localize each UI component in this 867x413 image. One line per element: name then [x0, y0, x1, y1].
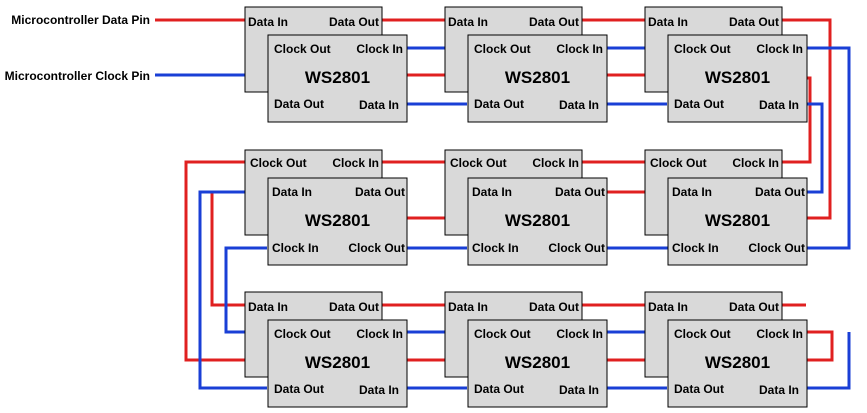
pin-clock-in: Clock In: [332, 156, 379, 170]
chip-name-label: WS2801: [305, 68, 370, 87]
chip-front-body: [467, 34, 608, 123]
pin-clock-out: Clock Out: [548, 241, 605, 255]
pin-data-in: Data In: [648, 15, 688, 29]
clock-wire-3-4: [806, 46, 851, 250]
pin-clock-out: Clock Out: [474, 42, 531, 56]
pin-clock-in: Clock In: [356, 327, 403, 341]
chip-front-body: [467, 319, 608, 408]
chip-front-body: [267, 319, 408, 408]
pin-data-out: Data Out: [674, 97, 724, 111]
chip-front-body: [667, 319, 808, 408]
pin-data-in: Data In: [272, 185, 312, 199]
pin-clock-in: Clock In: [472, 241, 519, 255]
pin-data-out: Data Out: [529, 300, 579, 314]
pin-clock-out: Clock Out: [650, 156, 707, 170]
chip-front-body: [267, 34, 408, 123]
pin-data-in: Data In: [759, 383, 799, 397]
pin-data-in: Data In: [448, 15, 488, 29]
pin-data-out: Data Out: [329, 300, 379, 314]
pin-data-in: Data In: [559, 98, 599, 112]
clock-wire-row1-out-c: [806, 102, 824, 194]
chip-name-label: WS2801: [505, 68, 570, 87]
pin-data-out: Data Out: [529, 15, 579, 29]
pin-data-out: Data Out: [274, 382, 324, 396]
pin-data-in: Data In: [359, 98, 399, 112]
pin-clock-in: Clock In: [556, 327, 603, 341]
pin-clock-out: Clock Out: [674, 327, 731, 341]
chip-name-label: WS2801: [705, 68, 770, 87]
pin-data-in: Data In: [648, 300, 688, 314]
data-wire-right-loop: [806, 330, 834, 362]
pin-data-out: Data Out: [729, 300, 779, 314]
pin-clock-out: Clock Out: [250, 156, 307, 170]
pin-clock-out: Clock Out: [274, 42, 331, 56]
pin-data-in: Data In: [448, 300, 488, 314]
pin-data-out: Data Out: [274, 97, 324, 111]
pin-data-in: Data In: [248, 300, 288, 314]
pin-clock-in: Clock In: [756, 327, 803, 341]
clock-wire-row2-left: [198, 190, 267, 390]
data-wire-chip-3-pass: [780, 76, 812, 164]
pin-data-out: Data Out: [729, 15, 779, 29]
pin-data-in: Data In: [248, 15, 288, 29]
chip-name-label: WS2801: [705, 211, 770, 230]
chip-front-body: [267, 177, 408, 266]
pin-data-in: Data In: [759, 98, 799, 112]
pin-clock-out: Clock Out: [348, 241, 405, 255]
chip-front-body: [667, 177, 808, 266]
pin-clock-in: Clock In: [732, 156, 779, 170]
pin-clock-out: Clock Out: [474, 327, 531, 341]
pin-clock-in: Clock In: [672, 241, 719, 255]
pin-data-out: Data Out: [329, 15, 379, 29]
clock-pin-label: Microcontroller Clock Pin: [5, 69, 150, 83]
clock-wire-row3-end: [806, 332, 851, 390]
pin-data-in: Data In: [359, 383, 399, 397]
pin-clock-in: Clock In: [756, 42, 803, 56]
pin-data-in: Data In: [672, 185, 712, 199]
pin-data-out: Data Out: [474, 382, 524, 396]
pin-data-out: Data Out: [755, 185, 805, 199]
pin-data-out: Data Out: [555, 185, 605, 199]
chip-name-label: WS2801: [505, 353, 570, 372]
chip-name-label: WS2801: [705, 353, 770, 372]
pin-clock-out: Clock Out: [450, 156, 507, 170]
pin-data-out: Data Out: [355, 185, 405, 199]
data-wire-3-4: [780, 18, 832, 220]
pin-clock-in: Clock In: [556, 42, 603, 56]
chip-front-body: [667, 34, 808, 123]
pin-clock-in: Clock In: [532, 156, 579, 170]
pin-clock-in: Clock In: [356, 42, 403, 56]
pin-clock-out: Clock Out: [748, 241, 805, 255]
chip-name-label: WS2801: [305, 211, 370, 230]
chip-name-label: WS2801: [505, 211, 570, 230]
data-pin-label: Microcontroller Data Pin: [11, 13, 150, 27]
pin-data-out: Data Out: [674, 382, 724, 396]
pin-data-out: Data Out: [474, 97, 524, 111]
pin-clock-out: Clock Out: [274, 327, 331, 341]
pin-clock-out: Clock Out: [674, 42, 731, 56]
pin-clock-in: Clock In: [272, 241, 319, 255]
data-wire-left-loop: [184, 160, 245, 362]
chip-front-body: [467, 177, 608, 266]
pin-data-in: Data In: [472, 185, 512, 199]
chip-name-label: WS2801: [305, 353, 370, 372]
pin-data-in: Data In: [559, 383, 599, 397]
